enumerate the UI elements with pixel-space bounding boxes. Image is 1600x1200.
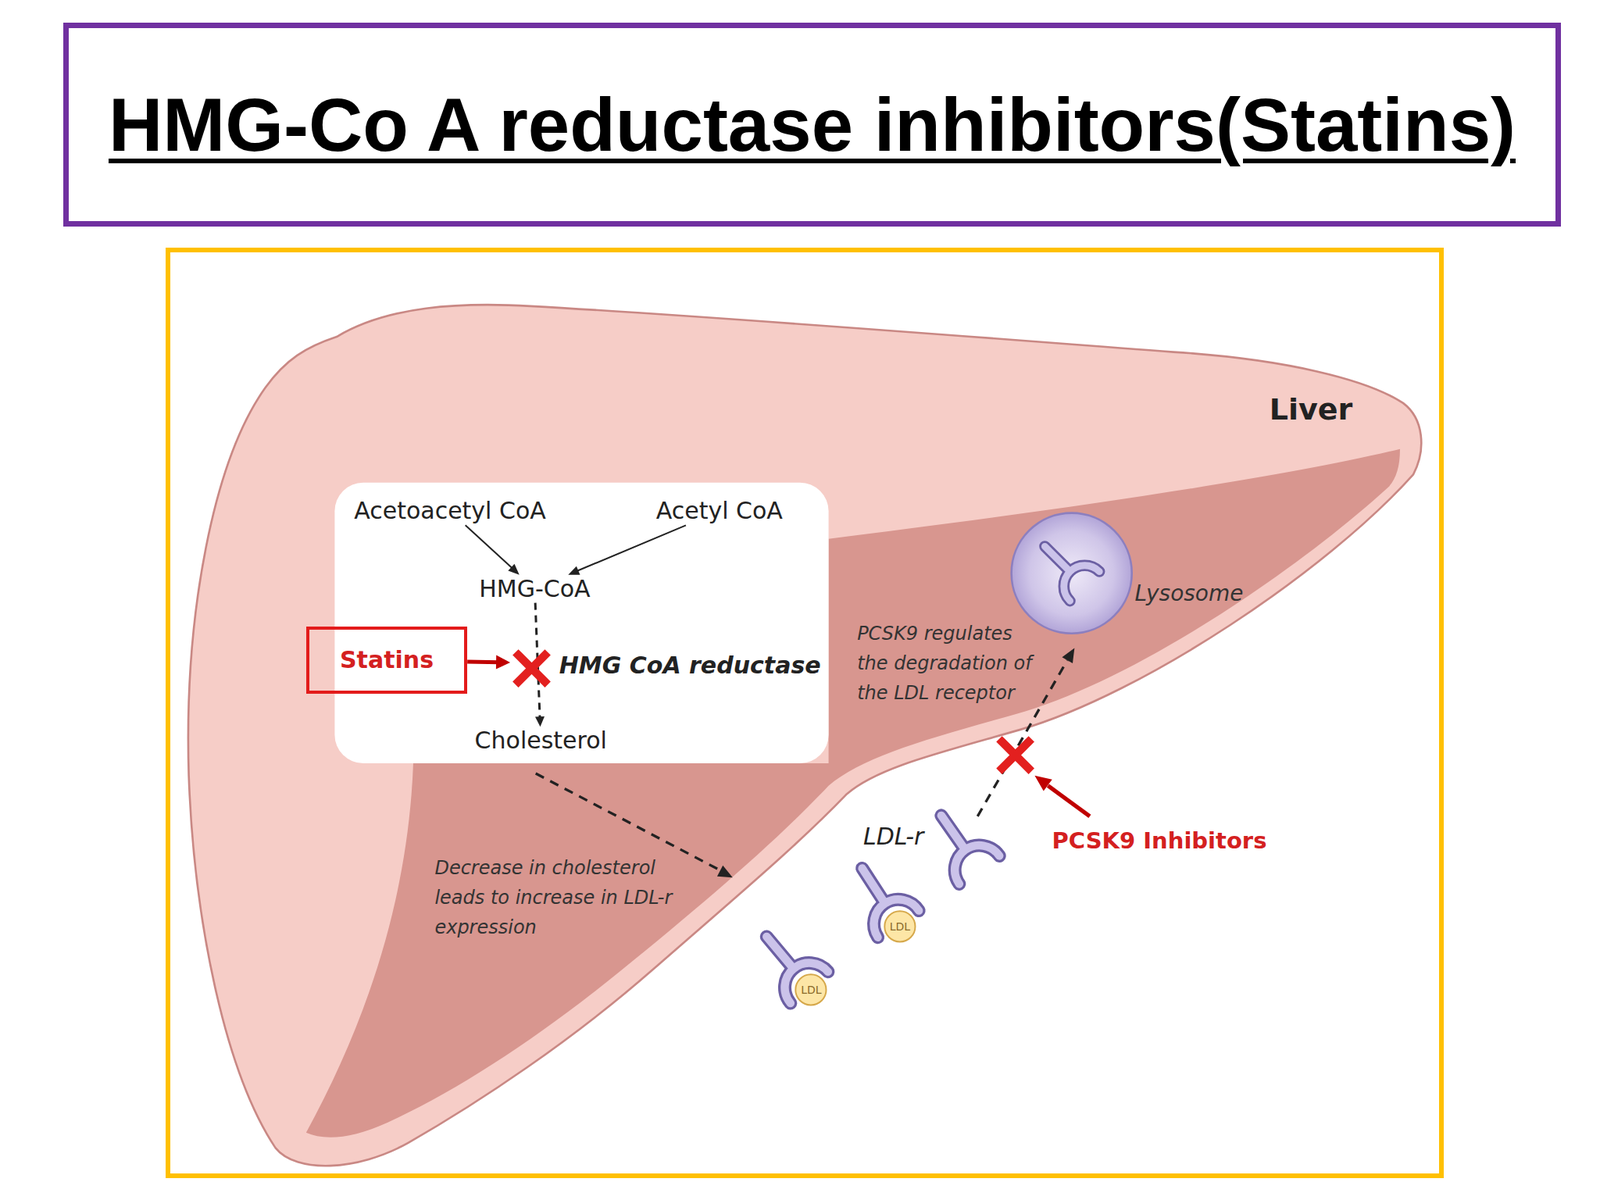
receptor-outline xyxy=(1029,532,1100,602)
arrow-head xyxy=(717,865,733,878)
lysosome-body xyxy=(1010,513,1132,634)
pathway-panel xyxy=(334,482,829,764)
node-text: Cholesterol xyxy=(475,726,608,755)
dashed-leader xyxy=(535,773,721,871)
receptor-fill xyxy=(1029,532,1100,602)
note-text: PCSK9 regulates the degradation of the L… xyxy=(857,618,1040,708)
arrow-head xyxy=(1034,775,1052,792)
node-text: Statins xyxy=(339,646,434,675)
node-text: LDL xyxy=(800,984,822,996)
node-text: Acetoacetyl CoA xyxy=(353,496,547,525)
ldl-body xyxy=(884,910,915,942)
arrow-head xyxy=(535,716,545,727)
ldl-receptor xyxy=(921,801,1000,885)
pathway-step: Acetoacetyl CoA xyxy=(353,496,547,525)
note-text: Decrease in cholesterol leads to increas… xyxy=(434,853,700,943)
ldl-receptor xyxy=(747,921,829,1004)
inhibitor-arrow xyxy=(1047,785,1090,817)
connector xyxy=(467,655,511,670)
lysosome-circle: Lysosome xyxy=(1009,510,1134,636)
ldl-body xyxy=(796,974,827,1005)
ldl-particle: LDL xyxy=(794,973,828,1007)
pathway-step: Acetyl CoA xyxy=(656,496,783,525)
pathway-step: Cholesterol xyxy=(475,726,608,755)
pathway-step: HMG-CoA xyxy=(478,575,590,604)
title-frame: HMG-Co A reductase inhibitors(Statins) xyxy=(63,22,1561,227)
node-text: LDL xyxy=(889,921,911,933)
node-text: HMG CoA reductase xyxy=(559,651,822,680)
red-x xyxy=(518,655,546,683)
node-text: HMG-CoA xyxy=(478,575,590,604)
node-text: Lysosome xyxy=(1134,580,1243,608)
liver-outer xyxy=(188,304,1422,1166)
connector-line xyxy=(467,659,499,665)
title-text: HMG-Co A reductase inhibitors(Statins) xyxy=(108,82,1516,168)
label-text: Liver xyxy=(1269,392,1354,429)
connector-line xyxy=(576,525,686,572)
arrow-head xyxy=(1061,647,1075,664)
ldl-particle: LDL xyxy=(883,910,917,943)
lysosome-receptor xyxy=(1029,532,1100,602)
connector xyxy=(567,525,686,575)
arrow-head xyxy=(496,655,511,670)
ldl-receptor xyxy=(841,854,919,937)
node-text: Acetyl CoA xyxy=(656,496,783,525)
lysosome-shape xyxy=(1009,510,1134,636)
block-mark xyxy=(1002,742,1029,769)
red-x xyxy=(1002,742,1029,769)
label-text: PCSK9 Inhibitors xyxy=(1052,827,1268,855)
connector xyxy=(465,525,520,575)
drug-box: Statins xyxy=(306,626,468,694)
block-mark xyxy=(518,655,546,683)
label-text: LDL-r xyxy=(863,822,924,851)
arrow-head xyxy=(507,564,519,575)
pathway-step: HMG CoA reductase xyxy=(510,651,822,680)
arrow-head xyxy=(567,566,580,575)
connector-line xyxy=(465,525,514,569)
liver-inner xyxy=(306,449,1400,1138)
